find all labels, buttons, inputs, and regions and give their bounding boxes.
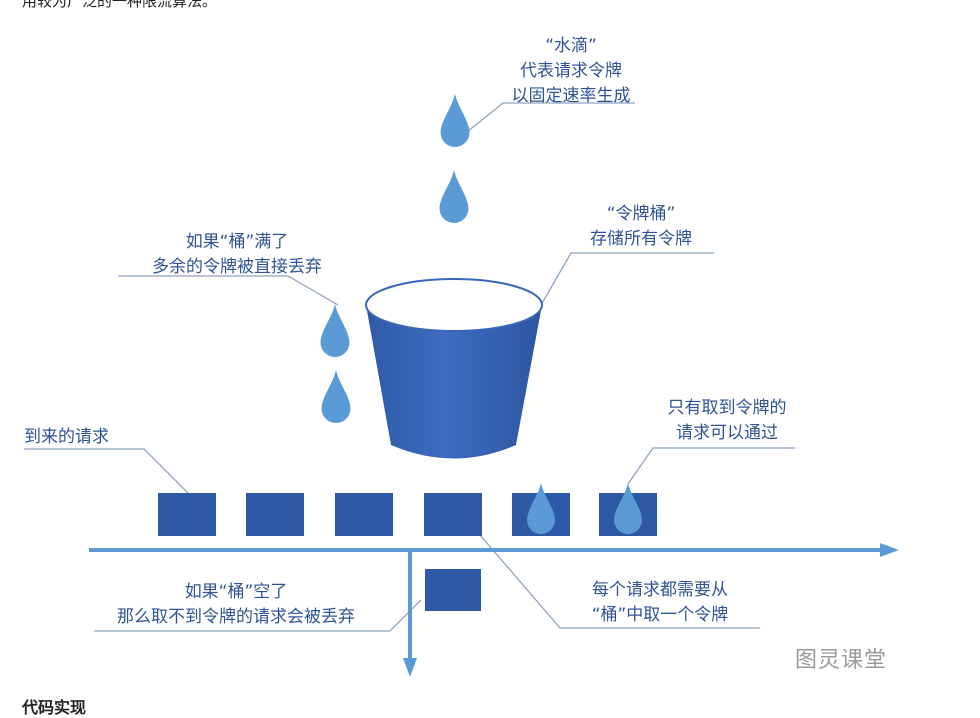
water-drop-icon — [320, 304, 350, 358]
label-line: 请求可以通过 — [676, 423, 778, 443]
label-line: “桶”中取一个令牌 — [591, 605, 729, 625]
label-line: 每个请求都需要从 — [592, 580, 728, 600]
leader-each-request — [479, 534, 760, 629]
leader-water-drop — [466, 102, 635, 133]
leader-token-bucket — [540, 252, 714, 306]
request-box-icon — [246, 493, 304, 536]
label-line: 存储所有令牌 — [590, 229, 692, 249]
label-line: “令牌桶” — [606, 204, 676, 224]
arrow-icon — [89, 543, 899, 557]
label-line: 如果“桶”满了 — [185, 232, 289, 252]
label-line: 代表请求令牌 — [520, 61, 622, 81]
label-token-bucket: “令牌桶” 存储所有令牌 — [571, 202, 711, 252]
label-each-request: 每个请求都需要从 “桶”中取一个令牌 — [565, 578, 755, 628]
bucket-icon — [365, 278, 543, 459]
page-bottom-text: 代码实现 — [22, 698, 87, 717]
water-drop-icon — [614, 483, 642, 535]
request-box-icon — [424, 493, 482, 536]
label-line: 以固定速率生成 — [511, 86, 631, 106]
label-line: “水滴” — [545, 36, 597, 56]
leader-bucket-full — [118, 275, 339, 306]
label-bucket-full: 如果“桶”满了 多余的令牌被直接丢弃 — [112, 230, 362, 280]
request-boxes — [158, 493, 657, 611]
request-box-icon — [335, 493, 393, 536]
label-arriving-requests: 到来的请求 — [24, 425, 149, 450]
watermark: 图灵课堂 — [795, 648, 888, 673]
request-box-icon — [158, 493, 216, 536]
label-only-with-token: 只有取到令牌的 请求可以通过 — [652, 396, 802, 446]
leader-arriving-requests — [24, 448, 189, 494]
water-drop-icon — [440, 94, 470, 148]
label-water-drop: “水滴” 代表请求令牌 以固定速率生成 — [486, 34, 656, 109]
arrow-icon — [403, 550, 417, 677]
leader-only-with-token — [627, 447, 795, 485]
label-line: 只有取到令牌的 — [667, 398, 787, 418]
request-box-icon — [425, 569, 481, 611]
label-line: 如果“桶”空了 — [184, 582, 288, 602]
water-drop-icon — [527, 483, 555, 535]
water-drop-icon — [321, 370, 351, 424]
label-line: 到来的请求 — [24, 427, 109, 447]
label-line: 那么取不到令牌的请求会被丢弃 — [117, 607, 355, 627]
water-drop-icon — [439, 170, 469, 224]
label-bucket-empty: 如果“桶”空了 那么取不到令牌的请求会被丢弃 — [86, 580, 386, 630]
page-top-text: 用较为广泛的一种限流算法。 — [22, 0, 218, 10]
label-line: 多余的令牌被直接丢弃 — [152, 257, 322, 277]
